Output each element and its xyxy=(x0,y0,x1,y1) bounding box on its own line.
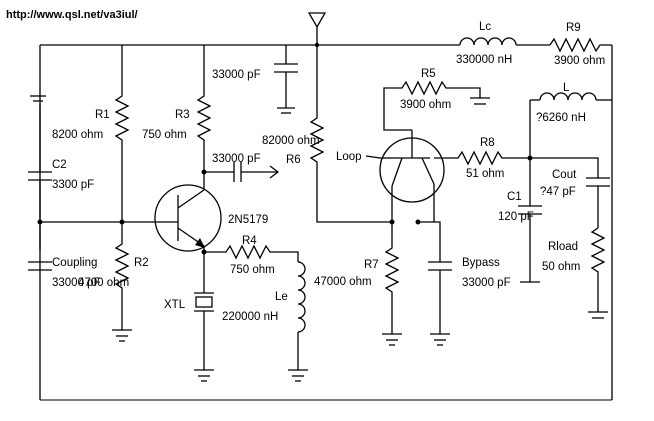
resistor-r6 xyxy=(309,45,392,223)
r2-value: 4700 ohm xyxy=(78,277,129,289)
resistor-rload xyxy=(588,227,608,319)
crystal-xtl xyxy=(194,252,214,382)
inductor-le xyxy=(288,261,308,382)
c-top-value: 33000 pF xyxy=(212,69,261,81)
r5-label: R5 xyxy=(421,68,436,80)
capacitor-coupling xyxy=(28,261,52,271)
r4-value: 750 ohm xyxy=(230,264,275,276)
bypass-value: 33000 pF xyxy=(462,277,511,289)
top-supply-rail xyxy=(122,12,460,48)
resistor-r5 xyxy=(383,80,490,131)
r3-value: 750 ohm xyxy=(142,129,187,141)
r7-label: R7 xyxy=(364,259,379,271)
coupling-value: 33000 pF xyxy=(52,277,101,289)
r5-value: 3900 ohm xyxy=(400,99,451,111)
r2-label: R2 xyxy=(134,257,149,269)
capacitor-cout xyxy=(530,157,610,228)
r7-value: 47000 ohm xyxy=(314,276,372,288)
resistor-r8 xyxy=(434,150,530,166)
cout-value: ?47 pF xyxy=(540,186,576,198)
r9-label: R9 xyxy=(566,22,581,34)
r1-label: R1 xyxy=(95,109,110,121)
r1-value: 8200 ohm xyxy=(52,129,103,141)
cout-label: Cout xyxy=(552,169,577,181)
lc-label: Lc xyxy=(479,21,491,33)
le-value: 220000 nH xyxy=(222,311,278,323)
c2-label: C2 xyxy=(52,159,67,171)
resistor-r2 xyxy=(112,222,132,342)
lc-value: 330000 nH xyxy=(456,54,512,66)
capacitor-output xyxy=(204,162,280,182)
c1-value: 120 pF xyxy=(498,211,534,223)
q1-label: 2N5179 xyxy=(228,214,268,226)
capacitor-bypass xyxy=(418,221,452,346)
r6-value: 82000 ohm xyxy=(262,135,320,147)
capacitor-top-bypass xyxy=(274,45,298,114)
capacitor-c1 xyxy=(518,158,542,283)
ground-left-top xyxy=(30,95,46,102)
c1-label: C1 xyxy=(507,191,522,203)
coupling-label: Coupling xyxy=(52,257,97,269)
resistor-r3 xyxy=(196,45,212,172)
r8-value: 51 ohm xyxy=(466,168,504,180)
inductor-l xyxy=(529,92,612,158)
capacitor-c2 xyxy=(28,105,52,250)
resistor-r4 xyxy=(204,244,299,262)
r9-value: 3900 ohm xyxy=(554,55,605,67)
rload-label: Rload xyxy=(548,241,578,253)
transistor-q1 xyxy=(154,172,222,252)
source-url: http://www.qsl.net/va3iul/ xyxy=(6,9,138,21)
l-value: ?6260 nH xyxy=(536,112,586,124)
loop-label: Loop xyxy=(336,151,362,163)
transistor-q2 xyxy=(379,130,445,222)
r4-label: R4 xyxy=(242,235,257,247)
le-label: Le xyxy=(275,291,288,303)
r3-label: R3 xyxy=(175,109,190,121)
resistor-r1 xyxy=(114,45,130,222)
c-output-value: 33000 pF xyxy=(212,153,261,165)
c2-value: 3300 pF xyxy=(52,179,94,191)
resistor-r7 xyxy=(382,222,402,346)
rload-value: 50 ohm xyxy=(542,261,580,273)
r8-label: R8 xyxy=(480,137,495,149)
resistor-r9 xyxy=(549,37,613,400)
l-label: L xyxy=(563,82,570,94)
bypass-label: Bypass xyxy=(462,257,500,269)
r6-label: R6 xyxy=(286,154,301,166)
inductor-lc xyxy=(459,37,550,46)
xtl-label: XTL xyxy=(164,299,186,311)
